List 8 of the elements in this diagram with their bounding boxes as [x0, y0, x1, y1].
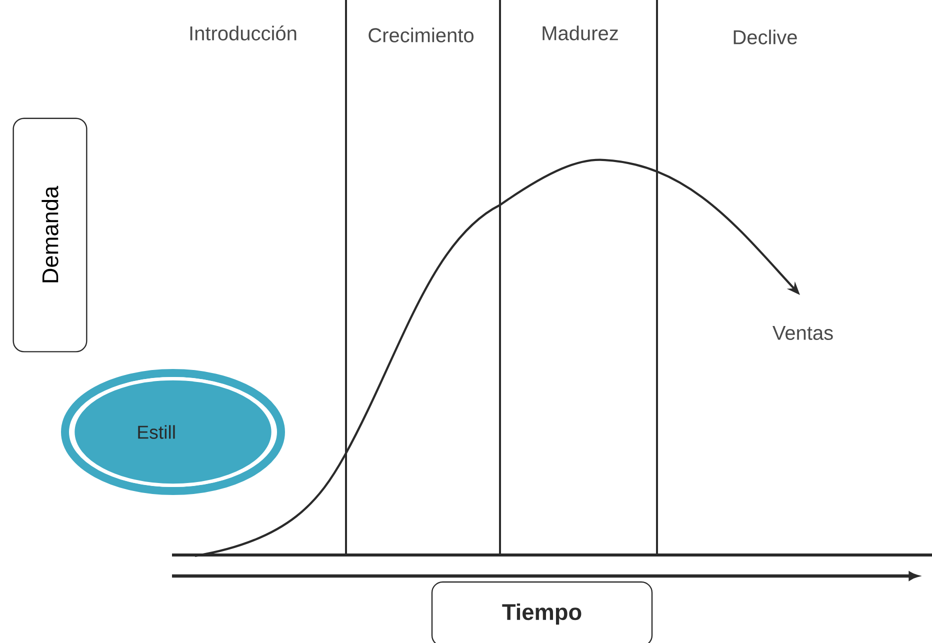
stage-label: Introducción — [190, 26, 296, 40]
curve-label: Ventas — [772, 326, 833, 340]
stage-label: Madurez — [542, 26, 618, 40]
label-box: Tiempo — [431, 581, 653, 643]
label-box: Demanda — [12, 118, 88, 352]
stage-label: Declive — [734, 30, 797, 44]
ellipse-badge: Estill — [61, 369, 285, 495]
stage-label: Crecimiento — [368, 28, 474, 42]
